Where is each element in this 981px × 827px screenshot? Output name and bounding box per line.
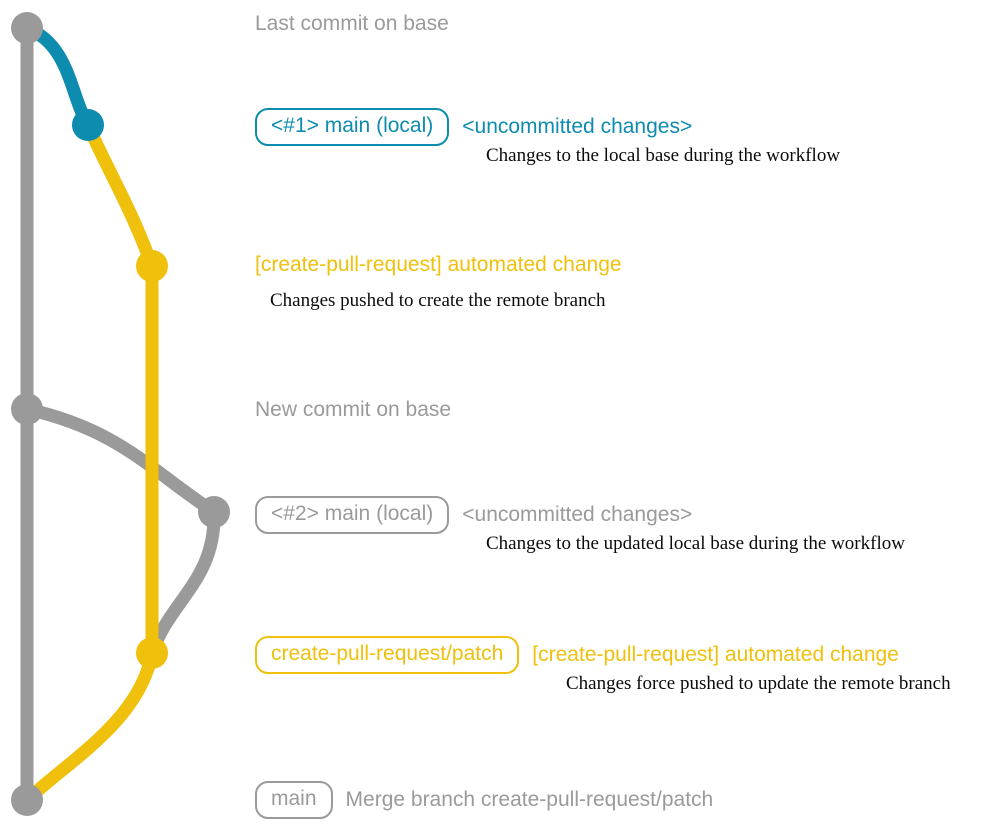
note-local-changes-2: Changes to the updated local base during… bbox=[486, 533, 905, 554]
commit-node-automated-change-2[interactable] bbox=[136, 637, 168, 669]
ref-badge-main-local-1[interactable]: <#1> main (local) bbox=[255, 108, 450, 147]
edge-patch2-to-merge bbox=[20, 646, 159, 807]
commit-node-local-uncommitted-1[interactable] bbox=[72, 109, 104, 141]
row-new-commit-on-base: New commit on base bbox=[255, 398, 451, 422]
commit-subject-merge: Merge branch create-pull-request/patch bbox=[345, 788, 714, 811]
row-automated-change-2: create-pull-request/patch [create-pull-r… bbox=[255, 636, 899, 675]
commit-subject-local-changes-1: <uncommitted changes> bbox=[462, 115, 693, 138]
commit-subject-last-commit-on-base: Last commit on base bbox=[255, 12, 449, 35]
commit-node-last-commit-on-base[interactable] bbox=[11, 12, 43, 44]
commit-subject-local-changes-2: <uncommitted changes> bbox=[462, 503, 693, 526]
ref-badge-main-local-2[interactable]: <#2> main (local) bbox=[255, 496, 450, 535]
edge-local2-to-patch2 bbox=[145, 505, 221, 660]
commit-node-new-commit-on-base[interactable] bbox=[11, 393, 43, 425]
commit-subject-new-commit-on-base: New commit on base bbox=[255, 398, 452, 421]
commit-node-automated-change-1[interactable] bbox=[136, 250, 168, 282]
commit-node-merge[interactable] bbox=[11, 784, 43, 816]
commit-node-local-uncommitted-2[interactable] bbox=[198, 496, 230, 528]
row-automated-change-1: [create-pull-request] automated change bbox=[255, 253, 622, 277]
note-automated-change-1: Changes pushed to create the remote bran… bbox=[270, 290, 606, 311]
edge-base-to-local2 bbox=[20, 402, 221, 519]
row-local-changes-1: <#1> main (local) <uncommitted changes> bbox=[255, 108, 693, 147]
row-last-commit-on-base: Last commit on base bbox=[255, 12, 449, 36]
ref-badge-main[interactable]: main bbox=[255, 781, 333, 820]
row-local-changes-2: <#2> main (local) <uncommitted changes> bbox=[255, 496, 693, 535]
commit-subject-automated-change-1: [create-pull-request] automated change bbox=[255, 253, 622, 276]
note-local-changes-1: Changes to the local base during the wor… bbox=[486, 145, 841, 166]
note-automated-change-2: Changes force pushed to update the remot… bbox=[566, 673, 951, 694]
ref-badge-create-pull-request-patch[interactable]: create-pull-request/patch bbox=[255, 636, 520, 675]
commit-subject-automated-change-2: [create-pull-request] automated change bbox=[532, 643, 899, 666]
row-merge: main Merge branch create-pull-request/pa… bbox=[255, 781, 714, 820]
edge-local1-to-patch1 bbox=[81, 118, 159, 273]
